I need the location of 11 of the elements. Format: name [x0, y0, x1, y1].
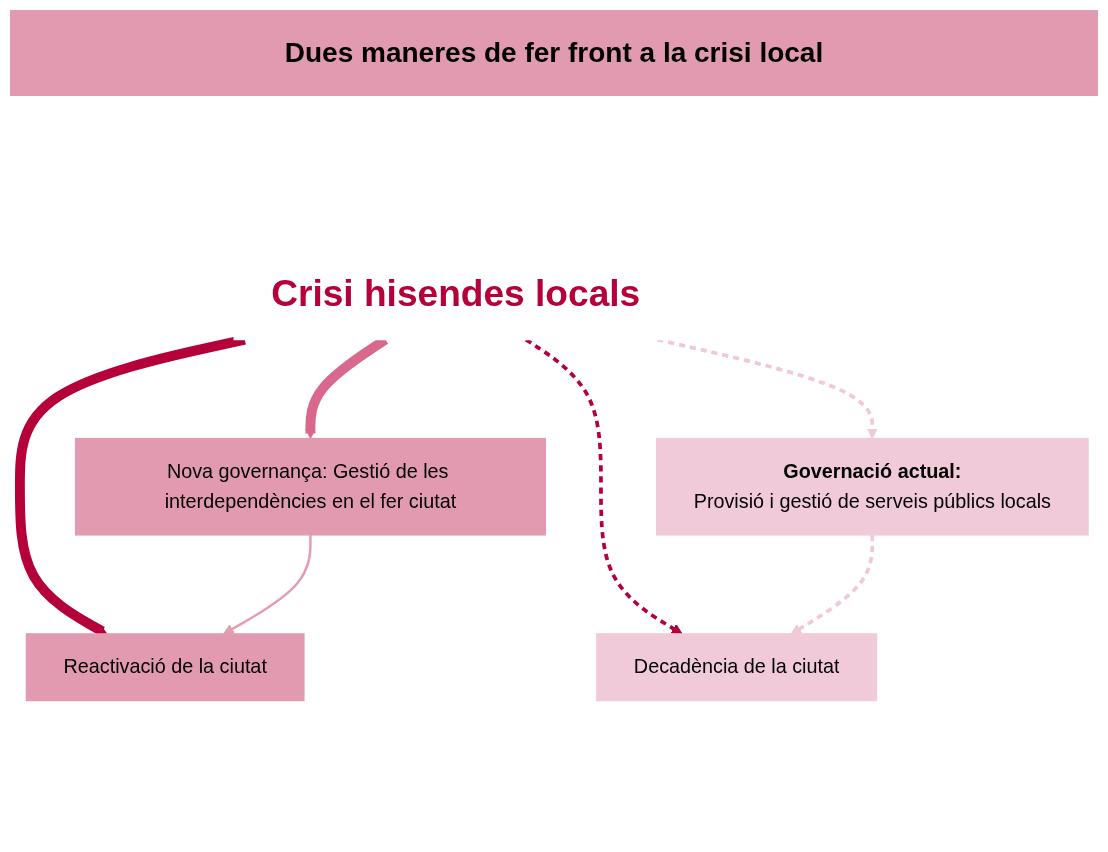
title-banner: Dues maneres de fer front a la crisi local [10, 10, 1098, 96]
node-box: Governació actual: Provisió i gestió de serveis públics locals [656, 438, 1089, 536]
node-box: Reactivació de la ciutat [25, 633, 305, 702]
arrow [524, 338, 683, 635]
node-box: Decadència de la ciutat [596, 633, 878, 702]
arrow [14, 335, 246, 636]
arrow [223, 535, 312, 635]
arrow [656, 338, 878, 440]
node-text: Crisi hisendes locals [271, 273, 641, 314]
arrow [790, 535, 875, 635]
node-box: Nova governança: Gestió de les interdependències en el fer ciutat [74, 438, 546, 536]
